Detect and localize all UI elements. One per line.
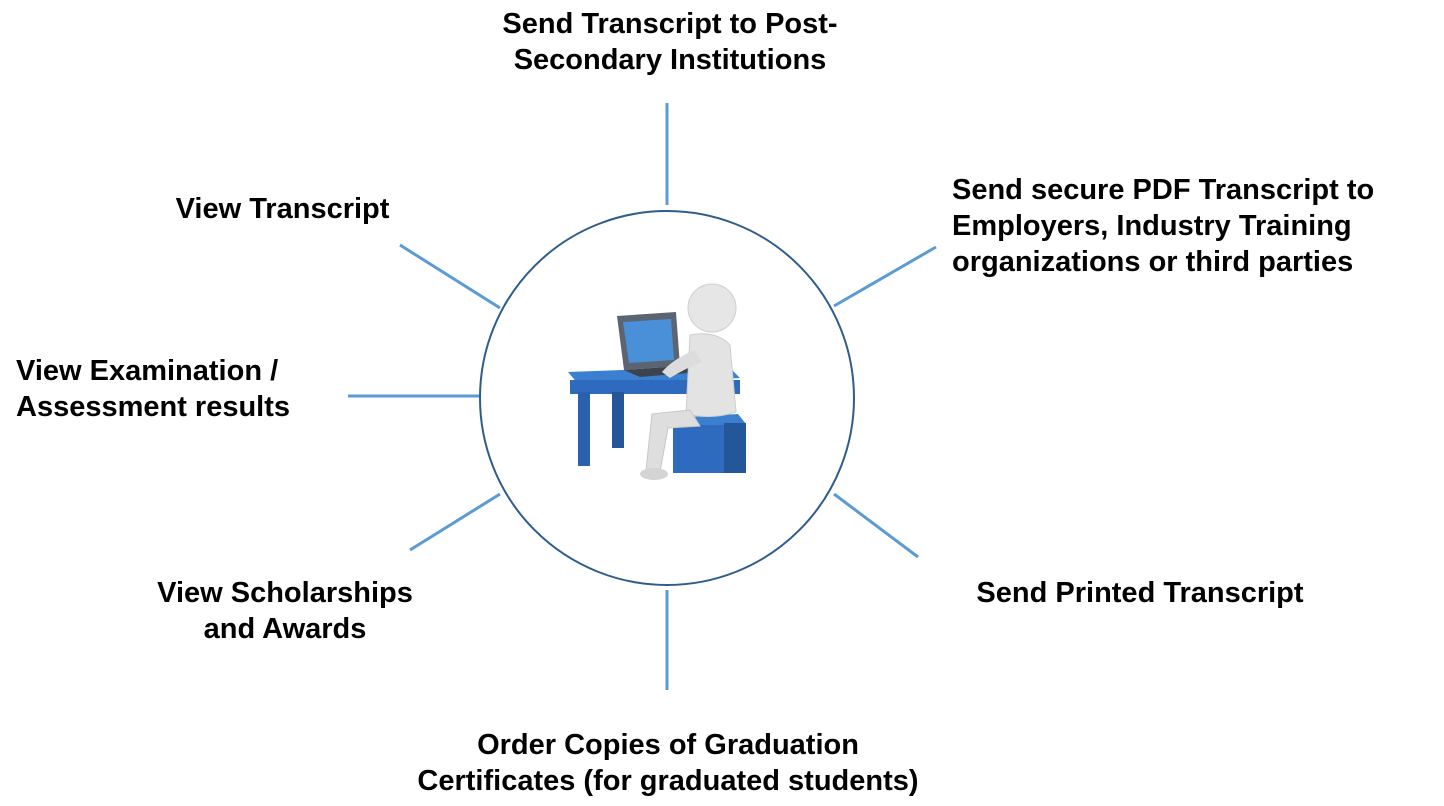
view-transcript-label: View Transcript [150,191,415,227]
label-line: Secondary Institutions [513,44,827,76]
post-secondary-transcript-label: Send Transcript to Post- Secondary Insti… [440,6,900,78]
connector-upper-left [399,243,501,310]
connector-lower-left [409,492,501,552]
scholarships-awards-label: View Scholarships and Awards [120,575,450,647]
label-line: Employers, Industry Training [952,210,1352,242]
label-line: View Scholarships [157,577,413,609]
label-line: and Awards [203,613,367,645]
label-line: View Examination / [16,355,279,387]
exam-results-label: View Examination / Assessment results [16,353,346,425]
label-line: Send Transcript to Post- [502,8,838,40]
connector-upper-right [833,245,937,308]
label-line: Send Printed Transcript [976,577,1304,609]
connector-lower-right [833,492,919,559]
connectors [348,103,937,690]
label-line: Order Copies of Graduation [477,729,859,761]
graduation-certificates-label: Order Copies of Graduation Certificates … [408,727,928,799]
person-at-laptop-icon [546,283,762,495]
label-line: organizations or third parties [952,246,1354,278]
label-line: Assessment results [16,391,291,423]
secure-pdf-transcript-label: Send secure PDF Transcript to Employers,… [952,172,1442,280]
label-line: Send secure PDF Transcript to [952,174,1375,206]
label-line: Certificates (for graduated students) [417,765,919,797]
printed-transcript-label: Send Printed Transcript [938,575,1342,611]
label-line: View Transcript [175,193,390,225]
